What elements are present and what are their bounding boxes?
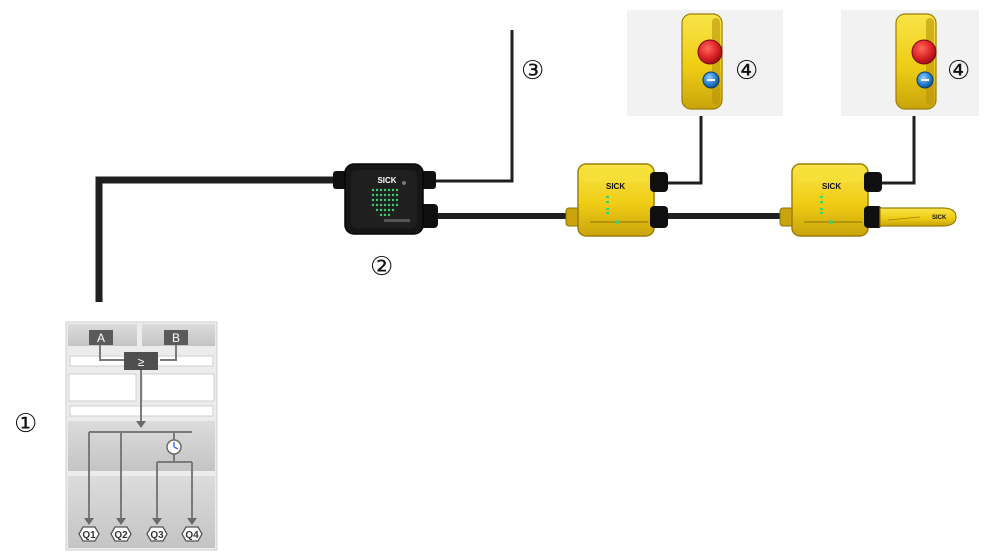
- gateway-screw-icon: [402, 181, 406, 185]
- node2-logo: SICK: [822, 182, 841, 191]
- node2-leds: [820, 196, 823, 214]
- logic-output-q4: Q4: [181, 526, 203, 542]
- logic-wiring: [88, 345, 193, 520]
- logic-output-q3: Q3: [146, 526, 168, 542]
- logic-output-q4-label: Q4: [185, 530, 199, 541]
- estop-station-1: ④: [627, 10, 783, 116]
- node1-connector-bottom: [650, 206, 668, 228]
- terminator-plug: SICK: [879, 207, 957, 227]
- logic-output-q3-label: Q3: [150, 530, 164, 541]
- logic-wire-arrow-center: [136, 421, 146, 428]
- estop2-blue-button-mark: [921, 79, 929, 81]
- node2-status-led-icon: [829, 220, 833, 224]
- estop1-red-button-icon: [697, 39, 723, 65]
- gateway-label-strip: [384, 219, 410, 222]
- logic-operator-block: [124, 352, 158, 370]
- estop2-red-button-icon: [911, 39, 937, 65]
- terminator-logo: SICK: [932, 215, 947, 221]
- cable-controller-to-gateway: [95, 176, 345, 302]
- logic-row-2-left: [68, 373, 137, 402]
- node2-connector-bottom: [864, 206, 882, 228]
- logic-wire-arrow-q2: [116, 518, 126, 525]
- callout-gateway: ②: [370, 252, 393, 282]
- node2-connector-top: [864, 172, 882, 192]
- cables: [95, 30, 916, 302]
- logic-row-2-right: [141, 373, 215, 402]
- cable-open-end: [436, 30, 514, 183]
- logic-timer-hands: [173, 442, 179, 450]
- logic-input-b-block: [164, 330, 188, 345]
- callout-logic-controller: ①: [14, 409, 37, 439]
- safety-node-2: SICK: [779, 163, 882, 237]
- estop1-blue-button-mark: [707, 79, 715, 81]
- callout-estop-2: ④: [947, 56, 970, 86]
- node2-top-bevel: [798, 168, 862, 182]
- gateway-logo: SICK: [377, 176, 396, 185]
- logic-wire-arrow-q3: [152, 518, 162, 525]
- node1-leds: [606, 196, 609, 214]
- logic-input-a-label: A: [97, 331, 105, 345]
- logic-wire-arrow-q1: [84, 518, 94, 525]
- logic-output-q1: Q1: [78, 526, 100, 542]
- logic-controller-panel: A B ≥ Q1 Q2 Q3 Q4: [65, 321, 218, 551]
- cable-node1-to-estop1: [667, 109, 703, 185]
- logic-wire-arrow-q4: [187, 518, 197, 525]
- gateway-led-matrix: [371, 188, 399, 217]
- logic-output-q1-label: Q1: [82, 530, 96, 541]
- safety-node-1: SICK: [565, 163, 668, 237]
- callout-open-cable-end: ③: [521, 56, 544, 86]
- logic-input-a-block: [89, 330, 113, 345]
- gateway-face: [351, 170, 417, 228]
- node1-top-bevel: [584, 168, 648, 182]
- node1-logo: SICK: [606, 182, 625, 191]
- cable-node2-to-estop2: [880, 109, 916, 185]
- callout-estop-1: ④: [735, 56, 758, 86]
- logic-output-q2: Q2: [110, 526, 132, 542]
- logic-operator-label: ≥: [138, 355, 145, 369]
- node1-connector-top: [650, 172, 668, 192]
- estop-station-2: ④: [841, 10, 979, 116]
- logic-output-q2-label: Q2: [114, 530, 128, 541]
- node1-status-led-icon: [615, 220, 619, 224]
- gateway-module: SICK: [333, 163, 438, 235]
- logic-input-b-label: B: [172, 331, 180, 345]
- terminator-groove: [887, 216, 921, 221]
